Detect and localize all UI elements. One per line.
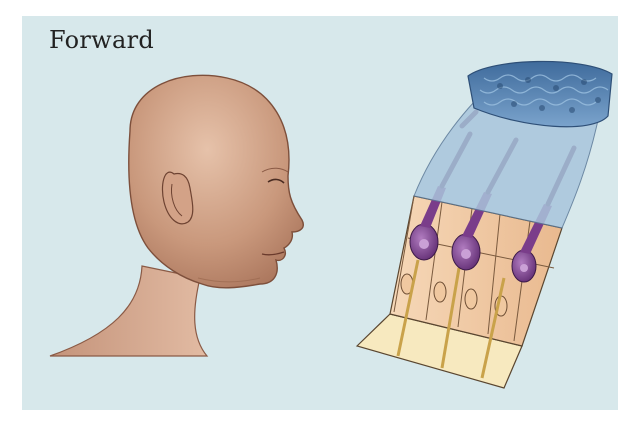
epithelium-illustration (357, 61, 612, 388)
head-neck (50, 266, 207, 356)
figure-illustration (22, 16, 618, 410)
head-skull (129, 75, 303, 287)
head-illustration (50, 75, 303, 356)
figure-panel: Forward (22, 16, 618, 410)
